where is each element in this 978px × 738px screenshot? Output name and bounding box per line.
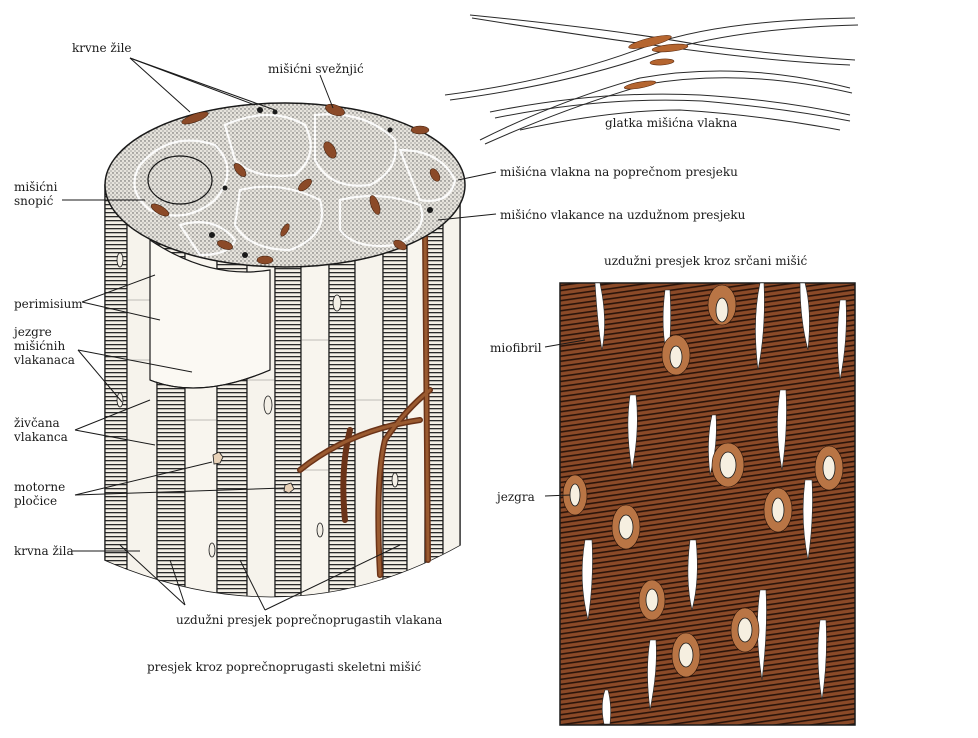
label-presjek-skeletni: presjek kroz poprečnoprugasti skeletni m… <box>147 660 422 674</box>
label-zivcana-line2: vlakanca <box>14 430 68 444</box>
skeletal-muscle-block <box>104 102 466 598</box>
label-motorne-line2: pločice <box>14 494 58 508</box>
cardiac-muscle-block <box>559 282 856 726</box>
label-jezgre-line3: vlakanaca <box>14 353 75 367</box>
label-misicni-snopic-line2: snopić <box>14 194 54 208</box>
label-motorne-line1: motorne <box>14 480 66 494</box>
label-misicni-svezjic: mišićni svežnjić <box>268 62 364 76</box>
label-misicni-snopic-line1: mišićni <box>14 180 58 194</box>
smooth-muscle-nuclei <box>623 35 689 90</box>
label-jezgre-line2: mišićnih <box>14 339 66 353</box>
label-glatka-misicna-vlakna: glatka mišićna vlakna <box>605 116 738 130</box>
label-miofibril: miofibril <box>490 341 542 355</box>
label-perimisium: perimisium <box>14 297 83 311</box>
label-misicna-vlakna-poprecni: mišićna vlakna na poprečnom presjeku <box>500 165 738 179</box>
label-misicno-vlakance-uzduzni: mišićno vlakance na uzdužnom presjeku <box>500 208 746 222</box>
label-zivcana-line1: živčana <box>14 416 60 430</box>
label-jezgra: jezgra <box>497 490 535 504</box>
label-uzduzni-poprecnoprugastih: uzdužni presjek poprečnoprugastih vlakan… <box>176 613 443 627</box>
leader-lines <box>62 57 586 611</box>
label-jezgre-line1: jezgre <box>14 325 52 339</box>
label-krvna-zila: krvna žila <box>14 544 74 558</box>
label-krvne-zile: krvne žile <box>72 41 132 55</box>
label-uzduzni-srcani: uzdužni presjek kroz srčani mišić <box>604 254 808 268</box>
